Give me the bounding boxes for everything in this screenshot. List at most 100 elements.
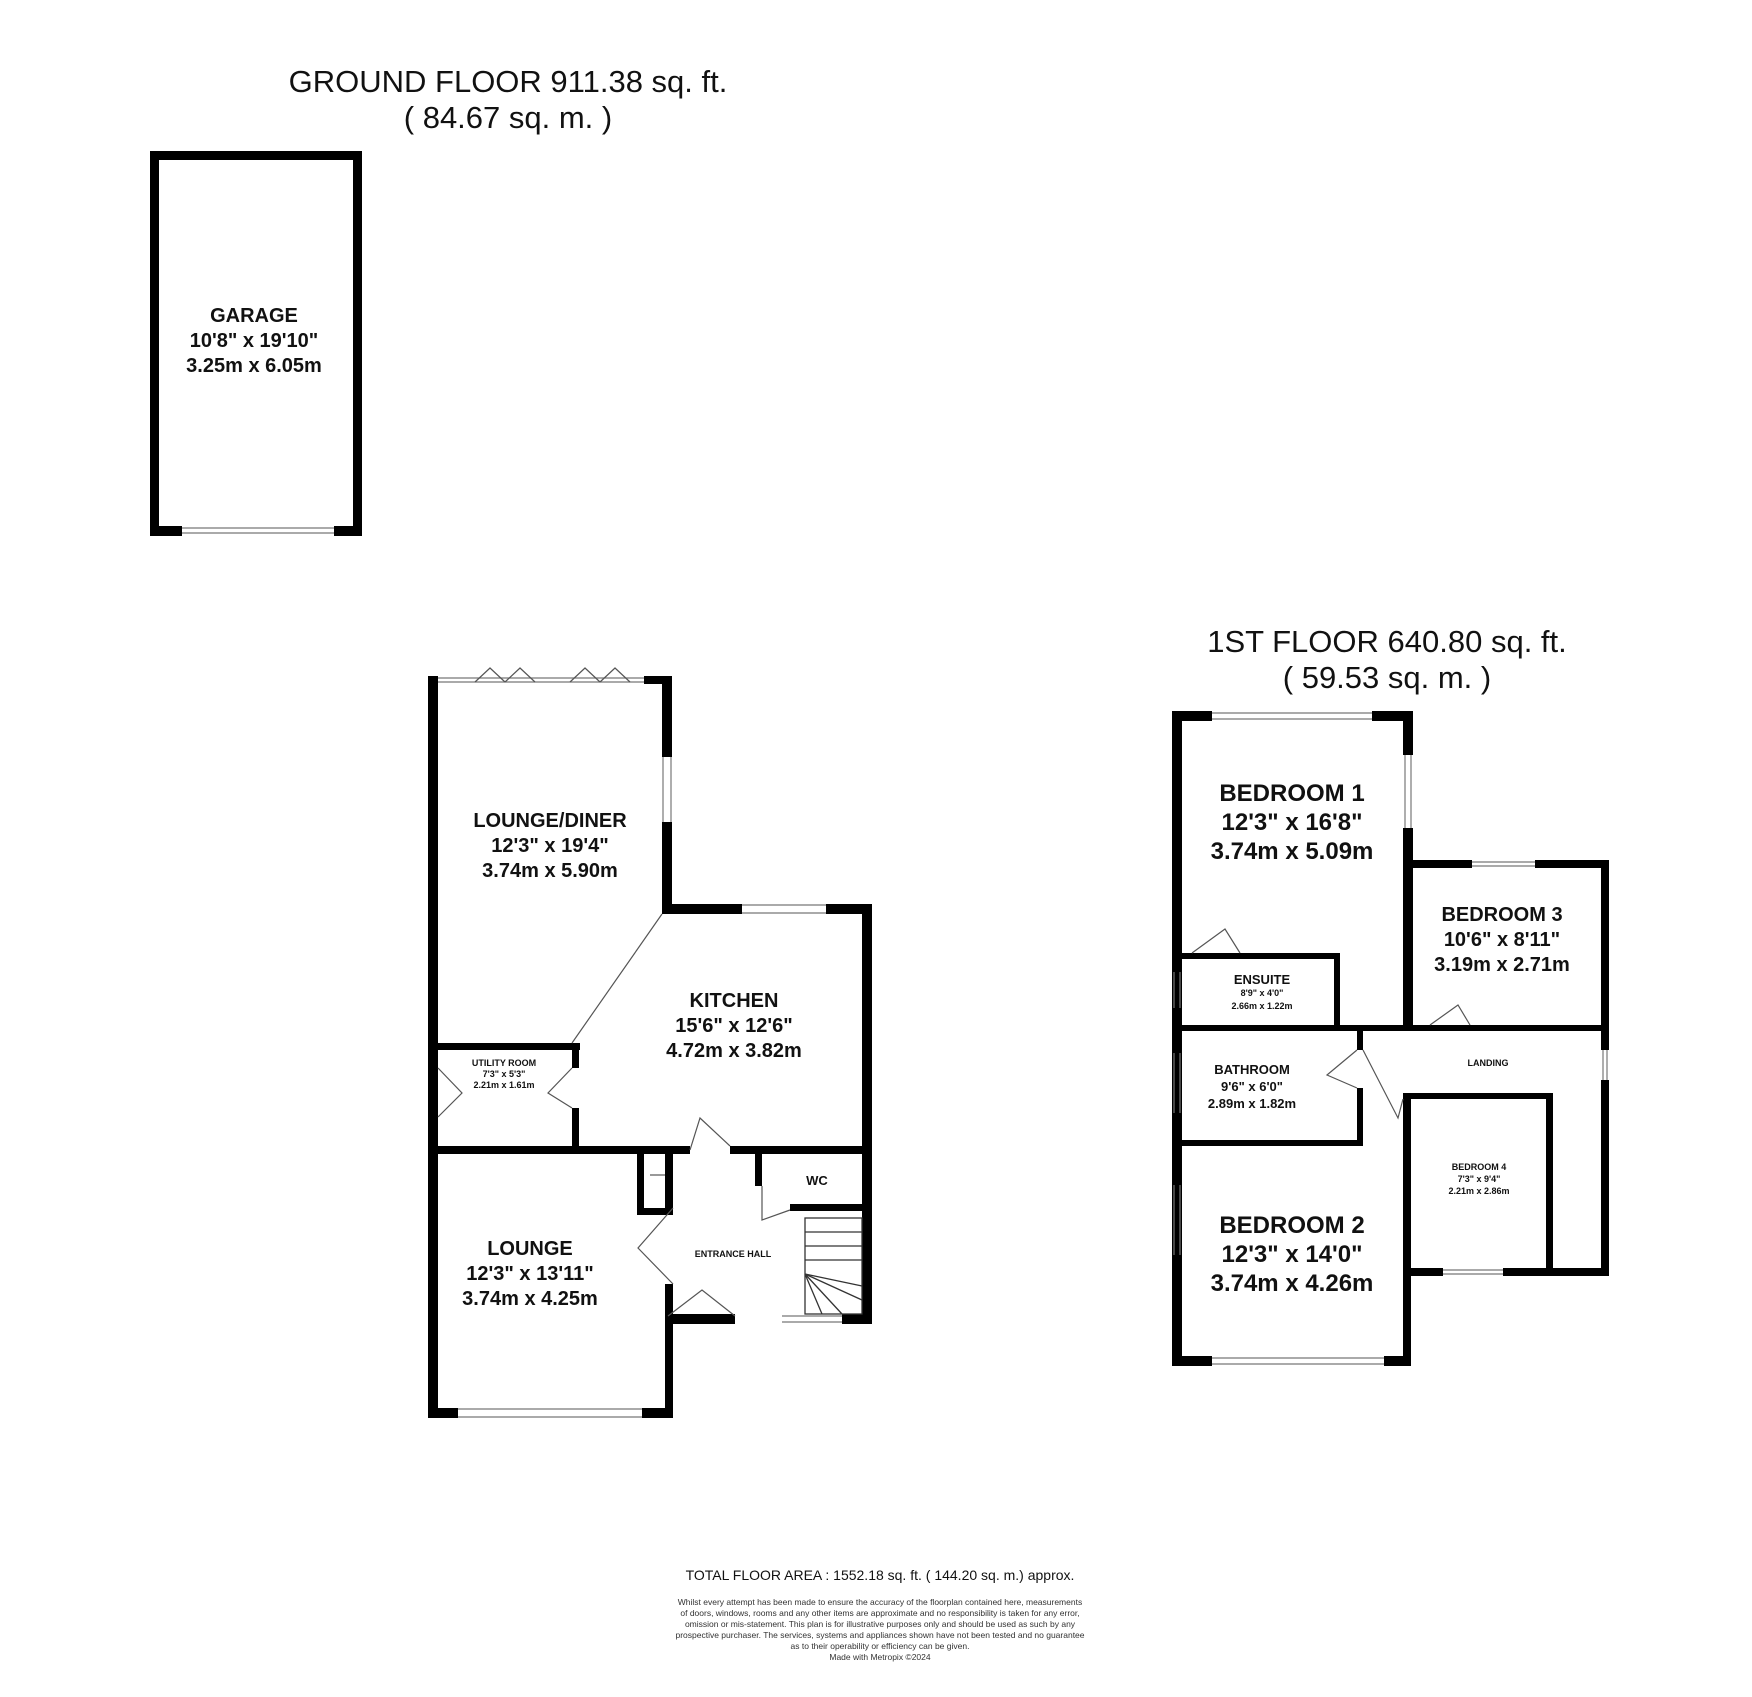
ensuite-door [1191, 928, 1241, 954]
ensuite-imperial: 8'9" x 4'0" [1241, 988, 1284, 998]
wall [1403, 711, 1413, 755]
bathroom-imperial: 9'6" x 6'0" [1221, 1079, 1283, 1094]
disclaimer-line: Whilst every attempt has been made to en… [678, 1597, 1082, 1607]
ground-floor-walls [428, 676, 872, 1418]
wall [1182, 1140, 1363, 1146]
wall [637, 1146, 644, 1214]
wall [637, 1208, 673, 1215]
window [1173, 1185, 1181, 1255]
garage-walls [150, 151, 362, 536]
wall [150, 526, 182, 536]
total-floor-area: TOTAL FLOOR AREA : 1552.18 sq. ft. ( 144… [686, 1567, 1075, 1583]
bathroom-label: BATHROOM 9'6" x 6'0" 2.89m x 1.82m [1208, 1062, 1296, 1111]
disclaimer-line: of doors, windows, rooms and any other i… [680, 1608, 1079, 1618]
wall [1182, 1025, 1409, 1031]
bedroom3-door [1429, 1004, 1471, 1026]
wall [1384, 1356, 1411, 1366]
wall [1372, 711, 1413, 721]
bedroom2-metric: 3.74m x 4.26m [1211, 1270, 1374, 1297]
wall [150, 151, 159, 536]
utility-room-label: UTILITY ROOM 7'3" x 5'3" 2.21m x 1.61m [472, 1058, 536, 1090]
lounge-imperial: 12'3" x 13'11" [466, 1263, 593, 1285]
wall [428, 1408, 458, 1418]
wall [572, 1043, 579, 1068]
wall [842, 1314, 872, 1324]
disclaimer-line: prospective purchaser. The services, sys… [675, 1630, 1084, 1640]
wall [572, 1108, 579, 1153]
utility-internal-door [547, 1067, 573, 1109]
utility-room-imperial: 7'3" x 5'3" [483, 1069, 526, 1079]
bedroom3-metric: 3.19m x 2.71m [1434, 954, 1570, 976]
bedroom3-label: BEDROOM 3 10'6" x 8'11" 3.19m x 2.71m [1434, 904, 1570, 976]
first-floor-doors [1191, 928, 1471, 1120]
wall [1403, 1093, 1553, 1099]
wall [1546, 1093, 1553, 1276]
wall [665, 1284, 673, 1418]
disclaimer-line: as to their operability or efficiency ca… [791, 1641, 970, 1651]
wall [862, 904, 872, 1324]
wc-door [761, 1186, 791, 1221]
window [1173, 972, 1181, 1008]
ground-floor-stairs [804, 1217, 863, 1315]
window [782, 1315, 842, 1323]
wall [1546, 1268, 1609, 1276]
bedroom1-label: BEDROOM 1 12'3" x 16'8" 3.74m x 5.09m [1211, 780, 1374, 865]
bedroom1-imperial: 12'3" x 16'8" [1222, 809, 1363, 836]
wall [1601, 1080, 1609, 1276]
window [1212, 712, 1372, 720]
wall [1172, 711, 1212, 721]
metropix-credit: Made with Metropix ©2024 [829, 1652, 931, 1662]
open-plan-divider [571, 913, 663, 1044]
lounge-diner-name: LOUNGE/DINER [473, 810, 627, 832]
garage-label: GARAGE 10'8" x 19'10" 3.25m x 6.05m [186, 305, 322, 377]
window [1472, 861, 1535, 867]
lounge-label: LOUNGE 12'3" x 13'11" 3.74m x 4.25m [462, 1238, 598, 1310]
wall [662, 676, 672, 757]
bedroom1-name: BEDROOM 1 [1219, 780, 1364, 807]
bedroom2-label: BEDROOM 2 12'3" x 14'0" 3.74m x 4.26m [1211, 1212, 1374, 1297]
kitchen-imperial: 15'6" x 12'6" [675, 1015, 792, 1037]
ground-floor-title: GROUND FLOOR 911.38 sq. ft. [289, 64, 728, 99]
bathroom-name: BATHROOM [1214, 1062, 1290, 1077]
wall [334, 526, 362, 536]
wall [1334, 953, 1340, 1030]
lounge-diner-metric: 3.74m x 5.90m [482, 860, 618, 882]
wall [1503, 1268, 1553, 1276]
wall [665, 1314, 735, 1324]
window [1173, 1053, 1181, 1113]
ground-floor-windows [438, 677, 842, 1418]
ground-floor-heading: GROUND FLOOR 911.38 sq. ft. ( 84.67 sq. … [289, 64, 728, 135]
bedroom1-metric: 3.74m x 5.09m [1211, 838, 1374, 865]
wall [730, 1146, 872, 1154]
wall [826, 904, 872, 914]
wall [1357, 1088, 1363, 1146]
lounge-metric: 3.74m x 4.25m [462, 1288, 598, 1310]
disclaimer-line: omission or mis-statement. This plan is … [685, 1619, 1076, 1629]
bathroom-door [1325, 1049, 1358, 1089]
bedroom3-imperial: 10'6" x 8'11" [1444, 929, 1560, 951]
bedroom4-imperial: 7'3" x 9'4" [1458, 1174, 1501, 1184]
wc-name: WC [806, 1173, 828, 1188]
first-floor-heading: 1ST FLOOR 640.80 sq. ft. ( 59.53 sq. m. … [1207, 624, 1567, 695]
bedroom2-name: BEDROOM 2 [1219, 1212, 1364, 1239]
kitchen-name: KITCHEN [690, 990, 779, 1012]
window [438, 677, 644, 683]
footer: TOTAL FLOOR AREA : 1552.18 sq. ft. ( 144… [675, 1567, 1084, 1662]
window [1212, 1357, 1384, 1365]
wall [438, 1043, 580, 1050]
bifold-door [474, 667, 506, 683]
bedroom4-label: BEDROOM 4 7'3" x 9'4" 2.21m x 2.86m [1448, 1162, 1509, 1196]
ensuite-name: ENSUITE [1234, 972, 1291, 987]
wall [1535, 860, 1609, 868]
garage-door [182, 527, 334, 534]
ensuite-metric: 2.66m x 1.22m [1231, 1001, 1292, 1011]
wall [428, 676, 438, 1418]
window [1443, 1269, 1503, 1275]
wall [755, 1146, 762, 1186]
front-door [667, 1289, 736, 1317]
wall [644, 676, 672, 684]
wall [1403, 1093, 1411, 1366]
kitchen-door [689, 1116, 731, 1151]
bifold-door [569, 667, 601, 683]
